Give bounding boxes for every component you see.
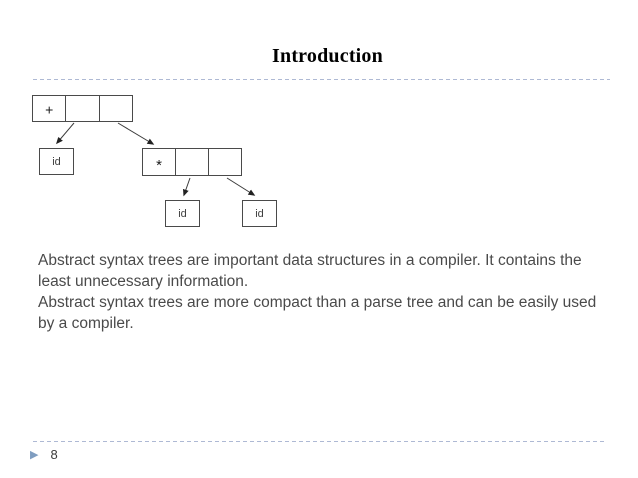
- page-number: 8: [50, 447, 58, 462]
- ast-root-plus-node: +: [32, 95, 133, 122]
- triangle-bullet-icon: ▶: [30, 448, 39, 461]
- ast-left-id-leaf: id: [39, 148, 74, 175]
- empty-pointer-cell: [208, 149, 241, 175]
- arrow-star-to-left-id: [183, 177, 191, 197]
- body-text-line: least unnecessary information.: [38, 273, 249, 290]
- arrow-root-to-left-id: [56, 122, 75, 145]
- empty-pointer-cell: [175, 149, 208, 175]
- star-operator-label: *: [156, 156, 162, 174]
- plus-operator-label: +: [45, 101, 54, 117]
- body-text-block: Abstract syntax trees are important data…: [38, 250, 596, 334]
- footer-divider: [33, 441, 607, 442]
- slide-footer: ▶ 8: [30, 447, 58, 462]
- arrow-star-to-right-id: [226, 177, 256, 196]
- ast-star-right-id-leaf: id: [242, 200, 277, 227]
- arrow-root-to-star: [117, 122, 155, 145]
- title-divider: [33, 79, 610, 80]
- body-text-line: Abstract syntax trees are important data…: [38, 252, 582, 269]
- diagram-arrows: [56, 122, 256, 197]
- ast-star-left-id-leaf: id: [165, 200, 200, 227]
- empty-pointer-cell: [98, 96, 132, 121]
- page-title: Introduction: [272, 45, 383, 67]
- id-label: id: [255, 207, 264, 220]
- ast-diagram: + id * id id: [0, 0, 320, 240]
- ast-star-node: *: [142, 148, 242, 176]
- id-label: id: [178, 207, 187, 220]
- empty-pointer-cell: [65, 96, 98, 121]
- body-text-line: by a compiler.: [38, 315, 134, 332]
- body-text-line: Abstract syntax trees are more compact t…: [38, 294, 597, 311]
- id-label: id: [52, 155, 61, 168]
